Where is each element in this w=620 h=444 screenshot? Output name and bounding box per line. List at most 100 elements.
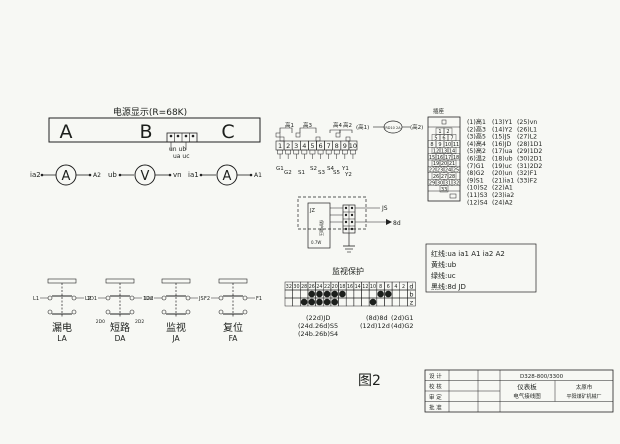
monitor-dot bbox=[316, 290, 323, 298]
monitor-ref: (12d)12d bbox=[360, 322, 390, 330]
org-name: 平阳煤矿机械厂 bbox=[566, 393, 601, 400]
pin-assignment: (33)F2 bbox=[517, 177, 537, 184]
terminal-label: L2 bbox=[85, 296, 91, 302]
socket-pin-number: 1 bbox=[438, 129, 441, 135]
meter-left-label: ia2 bbox=[30, 171, 41, 179]
monitor-dot bbox=[377, 290, 384, 298]
socket-pin-cell bbox=[451, 178, 461, 186]
meter-left-label: ia1 bbox=[188, 171, 199, 179]
socket-pin-number: 20 bbox=[441, 161, 447, 167]
pin-assignment: (20)un bbox=[492, 170, 513, 177]
voltmeter: ub V vn bbox=[108, 164, 182, 186]
pin-assignment: (27)L2 bbox=[517, 134, 537, 141]
socket-pin-number: 32 bbox=[453, 180, 459, 186]
monitor-dot bbox=[369, 298, 377, 306]
pin-assignment: (22)A1 bbox=[492, 185, 513, 192]
legend-line: 黑线:8d JD bbox=[431, 282, 466, 291]
hi2-label: (高2) bbox=[410, 123, 423, 131]
monitor-number: 16 bbox=[347, 284, 353, 290]
socket-pin-number: 25 bbox=[453, 168, 459, 174]
pin-assignment: (21)ia1 bbox=[492, 177, 514, 184]
monitor-number: 20 bbox=[332, 284, 338, 290]
pin-assignment: (3)高5 bbox=[467, 133, 486, 141]
contact-terminal bbox=[161, 309, 167, 315]
power-title: 电源显示(R=68K) bbox=[113, 106, 187, 118]
monitor-side-label: b bbox=[409, 290, 413, 298]
terminal-label: L1 bbox=[33, 296, 39, 302]
monitor-number: 10 bbox=[370, 284, 376, 290]
pin-assignment: (11)S3 bbox=[467, 192, 488, 199]
button-code: DA bbox=[115, 334, 127, 343]
title-block: 设 计 校 核 审 定 批 准 D328-800/3300 仪表板 电气接线图 … bbox=[424, 369, 614, 413]
pin-assignment: (30)2D1 bbox=[517, 156, 542, 163]
wire-legend: 红线:ua ia1 A1 ia2 A2 黄线:ub 绿线:uc 黑线:8d JD bbox=[425, 243, 537, 293]
legend-line: 红线:ua ia1 A1 ia2 A2 bbox=[431, 249, 505, 258]
hi1-label: (高1) bbox=[356, 123, 369, 131]
js-relay-block: JZ 保护电压 0.7W JS 8d bbox=[297, 196, 401, 253]
meter-symbol: V bbox=[141, 169, 150, 184]
monitor-number: 22 bbox=[324, 284, 330, 290]
ammeter-a2: ia2 A A2 bbox=[30, 164, 101, 186]
button-name: 漏电 bbox=[52, 321, 72, 334]
terminal-label: 2D2 bbox=[135, 319, 144, 325]
pin-assignment: (5)高2 bbox=[467, 147, 486, 155]
pin-assignment: (31)2D2 bbox=[517, 163, 542, 170]
button-code: FA bbox=[229, 334, 239, 343]
monitor-number: 2 bbox=[402, 284, 405, 290]
title-row: 审 定 bbox=[429, 393, 442, 401]
strip-ticks bbox=[279, 154, 354, 159]
monitor-number: 30 bbox=[293, 284, 299, 290]
monitor-dot bbox=[384, 290, 392, 298]
pin-assignment: (13)Y1 bbox=[492, 119, 512, 126]
socket-pin-number: 23 bbox=[437, 168, 443, 174]
meter-right-label: vn bbox=[173, 171, 182, 179]
monitor-number: 26 bbox=[309, 284, 315, 290]
socket-pin-number: 8 bbox=[430, 142, 433, 148]
strip-number: 5 bbox=[310, 142, 314, 150]
terminal-label: 2D0 bbox=[96, 319, 105, 325]
pin-assignment: (14)Y2 bbox=[492, 126, 512, 133]
power-display-box bbox=[48, 117, 261, 143]
drawing-name: 仪表板 bbox=[517, 382, 537, 391]
monitor-side-label: d bbox=[409, 282, 413, 290]
monitor-dot bbox=[323, 290, 331, 298]
title-row: 批 准 bbox=[429, 404, 442, 412]
terminal-label-top: un ub bbox=[169, 146, 186, 153]
socket-pin-number: 19 bbox=[433, 161, 439, 167]
meter-right-label: A1 bbox=[254, 172, 262, 179]
pin-assignment: (23)ia2 bbox=[492, 192, 514, 199]
socket-pin-number: 30 bbox=[437, 180, 443, 186]
socket-pin-number: 31 bbox=[445, 180, 451, 186]
meter-right-label: A2 bbox=[93, 172, 101, 179]
strip-top-label: 高4 bbox=[333, 121, 343, 129]
socket-pin-number: 33 bbox=[441, 187, 447, 193]
socket-pin-number: 27 bbox=[441, 174, 447, 180]
strip-bottom-label: Y2 bbox=[344, 172, 352, 178]
pin-assignment: (26)L1 bbox=[517, 126, 537, 133]
pin-assignment: (1)高1 bbox=[467, 118, 486, 126]
pin-assignment: (7)G1 bbox=[467, 163, 485, 170]
meter-row: ia2 A A2 ub V vn ia1 A A1 bbox=[30, 164, 262, 186]
socket-pin-number: 24 bbox=[445, 168, 451, 174]
socket-pin-number: 9 bbox=[438, 142, 441, 148]
monitor-ref: (4d)G2 bbox=[391, 322, 414, 330]
socket-pin-number: 13 bbox=[441, 148, 447, 154]
terminal-label: 1D1 bbox=[87, 296, 97, 302]
socket-pin-number: 7 bbox=[450, 136, 453, 142]
phase-terminals: un ub ua uc bbox=[166, 132, 198, 160]
strip-number: 10 bbox=[349, 142, 357, 150]
monitor-dot bbox=[308, 290, 316, 298]
monitor-number: 8 bbox=[379, 284, 382, 290]
pin-assignment: (25)vn bbox=[517, 119, 537, 126]
monitor-ref: (24d.26d)S5 bbox=[298, 322, 338, 330]
socket-pin-number: 15 bbox=[429, 155, 435, 161]
socket-pin-number: 6 bbox=[442, 136, 445, 142]
monitor-number: 18 bbox=[339, 284, 345, 290]
pin-assignment: (29)1D2 bbox=[517, 148, 542, 155]
pin-assignment: (8)G2 bbox=[467, 170, 485, 177]
legend-line: 绿线:uc bbox=[431, 271, 456, 280]
meter-symbol: A bbox=[223, 169, 232, 184]
